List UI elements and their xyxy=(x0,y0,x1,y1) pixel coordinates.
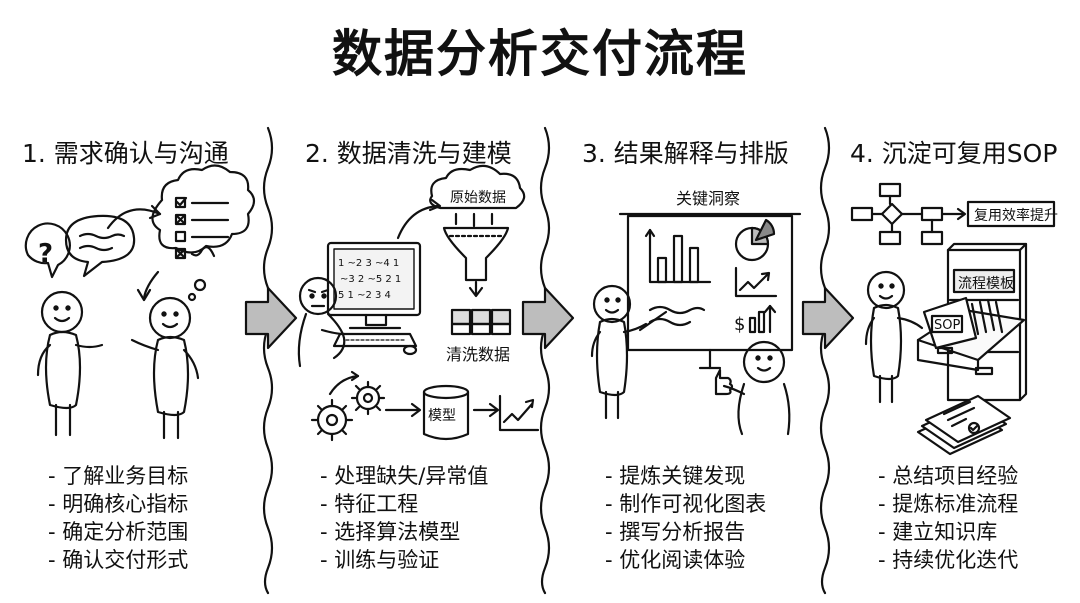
svg-text:1 ~2 3 ~4 1: 1 ~2 3 ~4 1 xyxy=(338,258,399,269)
gear-icon xyxy=(310,398,354,442)
funnel-icon xyxy=(442,226,510,282)
cloud-icon xyxy=(429,164,526,210)
step-4-bullets: - 总结项目经验 - 提炼标准流程 - 建立知识库 - 持续优化迭代 xyxy=(878,462,1018,574)
step-4-title: 4. 沉淀可复用SOP xyxy=(850,139,1058,168)
list-item: - 提炼关键发现 xyxy=(605,464,746,488)
database-icon: 模型 xyxy=(422,384,470,441)
list-item: - 确认交付形式 xyxy=(48,548,189,572)
person-icon xyxy=(36,290,104,437)
list-item: - 特征工程 xyxy=(320,492,419,516)
list-item: - 优化阅读体验 xyxy=(605,548,746,572)
question-bubble-icon xyxy=(24,222,71,279)
presentation-board-icon xyxy=(618,212,802,370)
list-item: - 确定分析范围 xyxy=(48,520,189,544)
trend-chart-icon xyxy=(498,394,540,432)
thumbs-up-icon xyxy=(714,368,734,396)
person-icon xyxy=(590,284,668,420)
flow-arrow-2 xyxy=(521,286,575,350)
cabinet-label: 流程模板 xyxy=(958,276,1014,292)
page-title: 数据分析交付流程 xyxy=(332,25,748,83)
step-1-illustration: ? xyxy=(24,164,256,440)
step-2-title: 2. 数据清洗与建模 xyxy=(305,139,512,168)
list-item: - 选择算法模型 xyxy=(320,520,461,544)
divider-2 xyxy=(539,126,551,595)
list-item: - 建立知识库 xyxy=(878,520,998,544)
step-1-bullets: - 了解业务目标 - 明确核心指标 - 确定分析范围 - 确认交付形式 xyxy=(48,462,188,574)
step-1-title: 1. 需求确认与沟通 xyxy=(22,139,229,168)
step-4-illustration: 复用效率提升 流程模板 SOP xyxy=(850,182,1058,456)
step-3-title: 3. 结果解释与排版 xyxy=(582,139,789,168)
list-item: - 持续优化迭代 xyxy=(878,548,1019,572)
pie-chart-icon xyxy=(734,218,776,262)
efficiency-label: 复用效率提升 xyxy=(974,207,1058,224)
svg-text:5 1 ~2 3 4: 5 1 ~2 3 4 xyxy=(338,290,391,301)
list-item: - 处理缺失/异常值 xyxy=(320,464,489,488)
keyboard-icon xyxy=(332,332,418,348)
divider-1 xyxy=(262,126,274,595)
list-item: - 总结项目经验 xyxy=(878,464,1019,488)
line-chart-icon xyxy=(734,266,778,298)
person-icon xyxy=(130,296,200,440)
model-label: 模型 xyxy=(428,408,456,424)
svg-text:?: ? xyxy=(38,239,53,269)
person-icon xyxy=(864,270,924,404)
sop-folder-label: SOP xyxy=(934,318,960,333)
flowchart-icon xyxy=(850,182,967,246)
divider-3 xyxy=(819,126,831,595)
step-2-illustration: 原始数据 清洗数据 1 ~2 3 ~4 1 ~3 2 ~5 2 1 5 1 ~2… xyxy=(297,164,540,442)
list-item: - 明确核心指标 xyxy=(48,492,189,516)
list-item: - 了解业务目标 xyxy=(48,464,189,488)
flow-arrow-1 xyxy=(244,286,298,350)
flow-arrow-3 xyxy=(801,286,855,350)
step-2-bullets: - 处理缺失/异常值 - 特征工程 - 选择算法模型 - 训练与验证 xyxy=(320,462,488,574)
person-icon xyxy=(297,276,346,368)
svg-text:~3 2 ~5 2 1: ~3 2 ~5 2 1 xyxy=(340,274,401,285)
table-icon xyxy=(450,308,512,336)
raw-data-label: 原始数据 xyxy=(450,190,506,206)
step-3-bullets: - 提炼关键发现 - 制作可视化图表 - 撰写分析报告 - 优化阅读体验 xyxy=(605,462,766,574)
speech-bubble-icon xyxy=(64,214,136,278)
gear-icon xyxy=(350,380,386,416)
person-icon xyxy=(722,340,791,436)
step-3-illustration: 关键洞察 $ xyxy=(590,189,802,436)
document-stack-icon xyxy=(916,394,1012,456)
bar-chart-icon xyxy=(644,228,712,284)
clean-data-label: 清洗数据 xyxy=(446,345,510,364)
list-item: - 制作可视化图表 xyxy=(605,492,767,516)
drawer-icon: SOP xyxy=(916,296,1026,372)
list-item: - 提炼标准流程 xyxy=(878,492,1019,516)
monitor-icon: 1 ~2 3 ~4 1 ~3 2 ~5 2 1 5 1 ~2 3 4 xyxy=(326,241,422,356)
list-item: - 训练与验证 xyxy=(320,548,440,572)
dollar-label: $ xyxy=(734,314,745,335)
board-title-label: 关键洞察 xyxy=(676,189,740,208)
efficiency-box xyxy=(966,200,1056,228)
checklist-cloud-icon xyxy=(151,164,256,254)
list-item: - 撰写分析报告 xyxy=(605,520,746,544)
